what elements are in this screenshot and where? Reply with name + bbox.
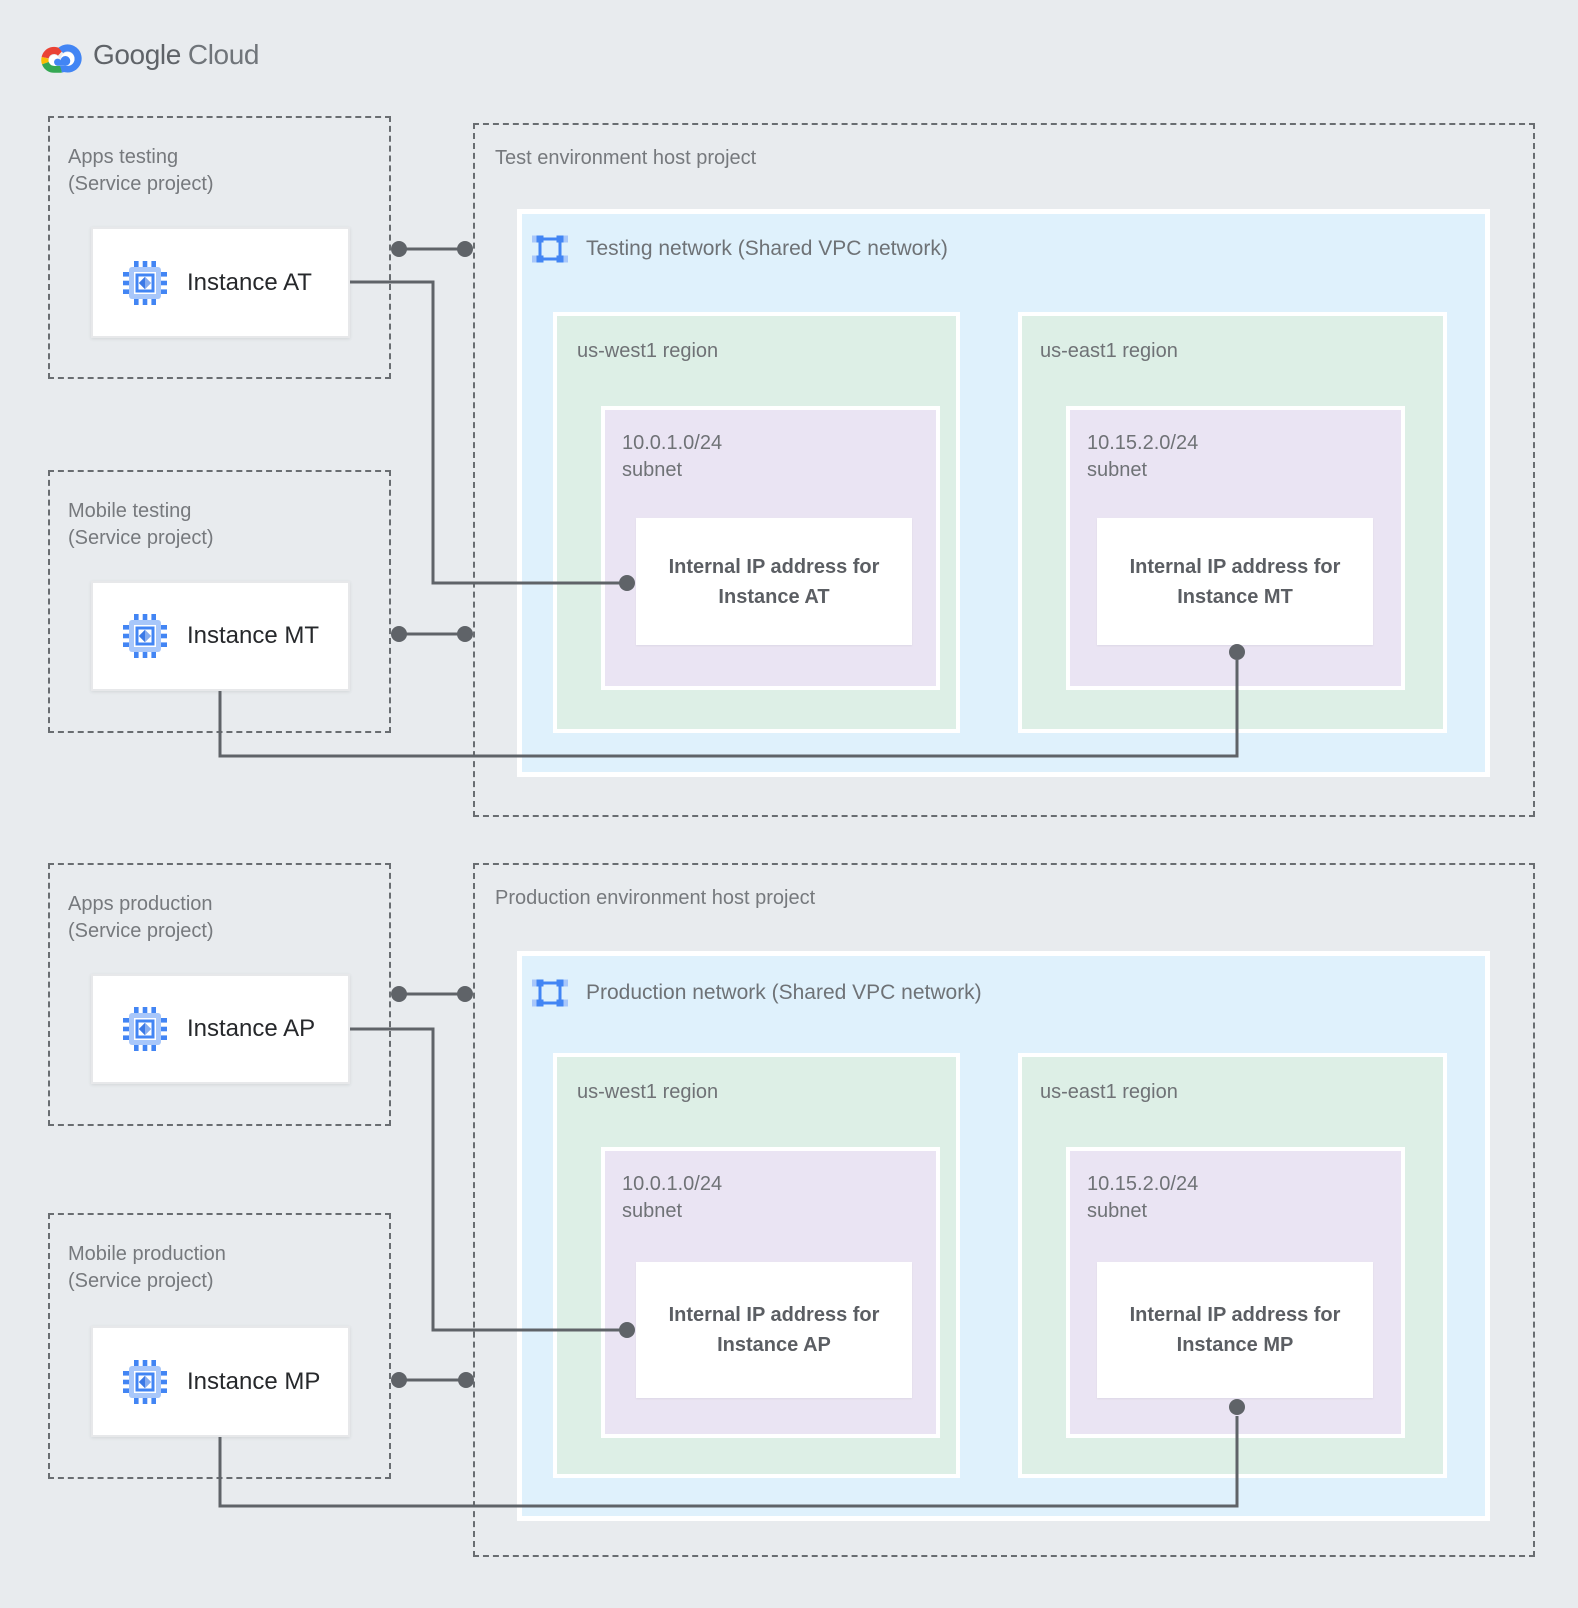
testing-network-label: Testing network (Shared VPC network) (586, 237, 948, 260)
prod-west-subnet-label: 10.0.1.0/24 subnet (622, 1171, 722, 1225)
project-name: Mobile production (68, 1243, 226, 1265)
instance-mt-box: Instance MT (91, 581, 350, 691)
ip-text-line2: Instance MP (1176, 1334, 1294, 1356)
compute-engine-icon (123, 614, 167, 658)
connector-endpoint-dot (457, 241, 473, 257)
test-host-title: Test environment host project (495, 147, 757, 169)
ip-text-line1: Internal IP address for (1129, 555, 1341, 578)
test-west-subnet-label: 10.0.1.0/24 subnet (622, 430, 722, 484)
connector-endpoint-dot (391, 241, 407, 257)
subnet-cidr: 10.15.2.0/24 (1087, 432, 1199, 454)
internal-ip-instance-ap-box: Internal IP address for Instance AP (636, 1262, 912, 1398)
vpc-network-icon (532, 979, 568, 1007)
connector-endpoint-dot (458, 1372, 474, 1388)
subnet-cidr: 10.0.1.0/24 (622, 1173, 723, 1195)
logo-product: Cloud (187, 39, 260, 70)
test-us-east1-region-label: us-east1 region (1040, 340, 1178, 362)
internal-ip-instance-at-box: Internal IP address for Instance AT (636, 518, 912, 645)
instance-at-label: Instance AT (187, 268, 312, 296)
instance-ap-box: Instance AP (91, 974, 350, 1084)
logo-brand: Google (93, 39, 181, 70)
subnet-word: subnet (622, 459, 683, 481)
connector-endpoint-dot (391, 1372, 407, 1388)
mobile-production-label: Mobile production (Service project) (68, 1241, 226, 1295)
test-east-subnet-label: 10.15.2.0/24 subnet (1087, 430, 1198, 484)
instance-mp-label: Instance MP (187, 1367, 321, 1395)
testing-network-header: Testing network (Shared VPC network) (532, 231, 948, 267)
ip-text-line2: Instance AT (718, 585, 830, 608)
subnet-word: subnet (622, 1200, 683, 1222)
google-cloud-icon (41, 44, 82, 73)
instance-at-box: Instance AT (91, 227, 350, 338)
apps-production-project-box (48, 863, 391, 1126)
prod-us-east1-region-label: us-east1 region (1040, 1081, 1178, 1103)
ip-text-line1: Internal IP address for (668, 1304, 880, 1326)
compute-engine-icon (123, 1007, 167, 1051)
production-network-label: Production network (Shared VPC network) (586, 981, 982, 1004)
connector-endpoint-dot (457, 986, 473, 1002)
production-host-title: Production environment host project (495, 887, 816, 909)
ip-text-line1: Internal IP address for (668, 555, 880, 578)
subnet-word: subnet (1087, 1200, 1148, 1222)
ip-text-line2: Instance AP (717, 1334, 831, 1356)
compute-engine-icon (123, 1359, 167, 1404)
internal-ip-instance-mt-box: Internal IP address for Instance MT (1097, 518, 1373, 645)
subnet-word: subnet (1087, 459, 1148, 481)
instance-ap-label: Instance AP (187, 1015, 316, 1042)
connector-endpoint-dot (391, 626, 407, 642)
ip-text-line1: Internal IP address for (1129, 1304, 1341, 1326)
project-type: (Service project) (68, 527, 214, 549)
project-type: (Service project) (68, 920, 214, 942)
mobile-testing-label: Mobile testing (Service project) (68, 498, 214, 552)
test-us-west1-region-label: us-west1 region (577, 340, 719, 362)
ip-text-line2: Instance MT (1177, 585, 1293, 608)
apps-testing-label: Apps testing (Service project) (68, 144, 214, 198)
apps-production-label: Apps production (Service project) (68, 891, 214, 945)
project-name: Apps testing (68, 146, 179, 168)
project-type: (Service project) (68, 173, 214, 195)
vpc-network-icon (532, 235, 568, 263)
connector-endpoint-dot (391, 986, 407, 1002)
project-type: (Service project) (68, 1270, 214, 1292)
prod-east-subnet-label: 10.15.2.0/24 subnet (1087, 1171, 1198, 1225)
internal-ip-instance-mp-box: Internal IP address for Instance MP (1097, 1262, 1373, 1398)
project-name: Mobile testing (68, 500, 192, 522)
compute-engine-icon (123, 260, 167, 305)
project-name: Apps production (68, 893, 213, 915)
instance-mt-label: Instance MT (187, 622, 320, 649)
apps-testing-project-box (48, 116, 391, 379)
subnet-cidr: 10.15.2.0/24 (1087, 1173, 1199, 1195)
prod-us-west1-region-label: us-west1 region (577, 1081, 719, 1103)
production-network-header: Production network (Shared VPC network) (532, 975, 982, 1011)
connector-endpoint-dot (457, 626, 473, 642)
subnet-cidr: 10.0.1.0/24 (622, 432, 723, 454)
instance-mp-box: Instance MP (91, 1326, 350, 1437)
